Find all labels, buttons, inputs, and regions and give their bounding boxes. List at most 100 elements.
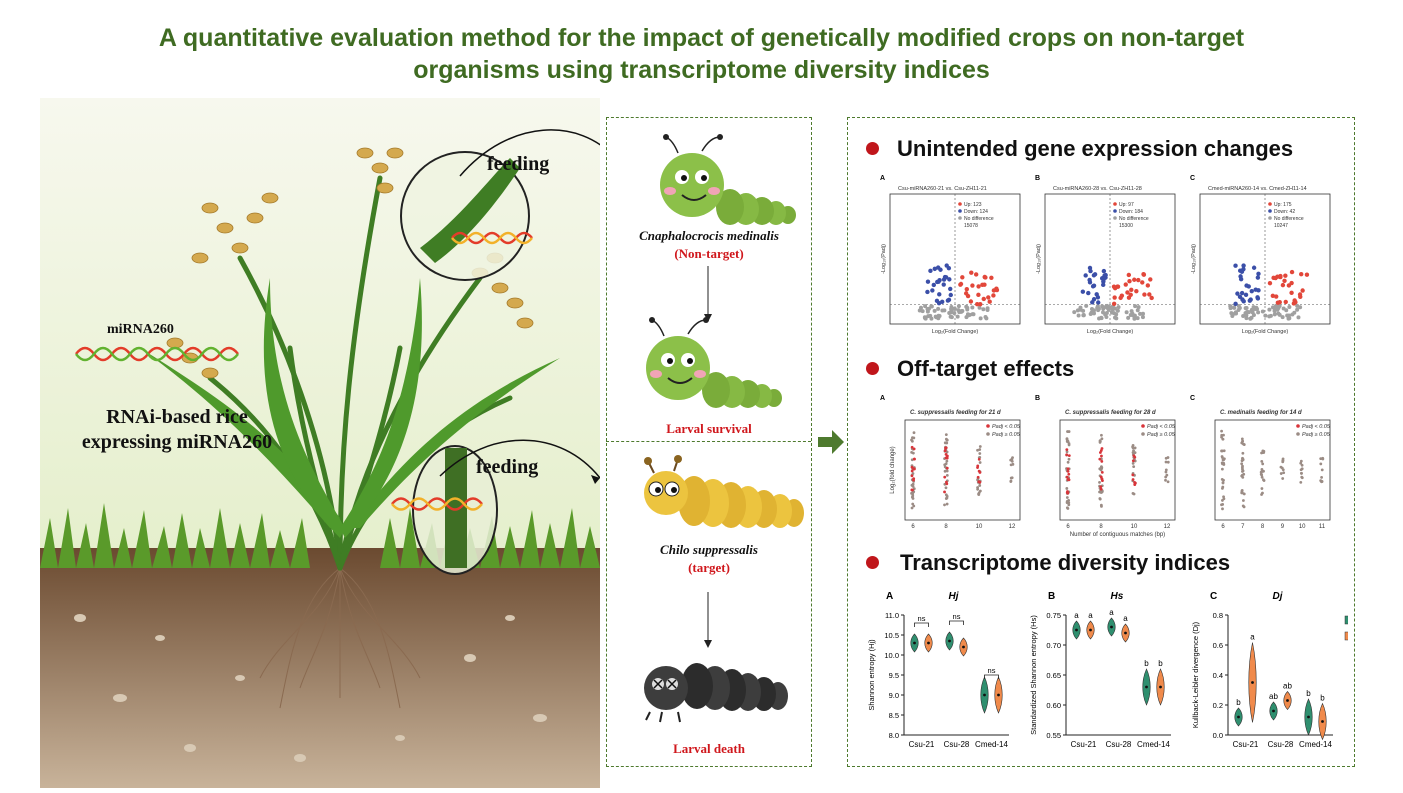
comparison-bracket: [914, 622, 929, 627]
point-nonsig: [910, 450, 914, 454]
legend-swatch: [1141, 424, 1145, 428]
median-point: [962, 645, 965, 649]
point-nonsig: [911, 472, 915, 475]
median-point: [913, 641, 916, 645]
x-tick: 10: [976, 524, 983, 530]
legend-label: Padj < 0.05: [1302, 424, 1331, 430]
point-nonsig: [1067, 503, 1071, 507]
point-down: [1256, 271, 1261, 276]
point-nonsig: [1220, 455, 1224, 458]
point-up: [1282, 278, 1287, 284]
point-nodiff: [1140, 315, 1145, 320]
point-nodiff: [1280, 315, 1285, 320]
point-nodiff: [1298, 305, 1303, 310]
point-down: [941, 282, 946, 287]
point-nonsig: [1066, 430, 1069, 433]
point-down: [1244, 283, 1249, 288]
point-up: [1127, 279, 1132, 284]
median-point: [927, 641, 930, 645]
y-tick-label: 8.5: [889, 711, 899, 720]
point-nonsig: [1100, 433, 1103, 437]
mirna-label: miRNA260: [107, 322, 174, 337]
point-up: [987, 299, 992, 304]
legend-label: Down: 184: [1119, 209, 1143, 215]
offtarget-title: C. suppressalis feeding for 28 d: [1065, 410, 1156, 416]
point-sig: [1131, 459, 1135, 463]
x-tick-label: Csu-28: [1106, 740, 1132, 749]
point-nonsig: [1262, 479, 1266, 482]
median-point: [1089, 628, 1092, 632]
bullet-1: [866, 142, 879, 155]
point-nodiff: [1103, 312, 1108, 317]
median-point: [1075, 628, 1078, 632]
point-nonsig: [1220, 503, 1223, 507]
point-up: [1125, 290, 1130, 295]
significance-letter: a: [1123, 614, 1128, 623]
legend-label: Padj < 0.05: [1147, 424, 1176, 430]
point-down: [1255, 295, 1260, 300]
point-nodiff: [1232, 311, 1237, 316]
rice-label-line-2: expressing miRNA260: [81, 431, 273, 453]
panel-title: Hs: [1111, 591, 1124, 602]
point-nonsig: [1299, 471, 1303, 475]
point-nodiff: [965, 307, 970, 312]
point-nonsig: [1164, 478, 1167, 482]
panel-letter: C: [1190, 395, 1195, 402]
point-down: [1101, 282, 1106, 288]
point-nodiff: [1228, 304, 1233, 309]
point-down: [930, 288, 935, 293]
point-nodiff: [932, 308, 937, 313]
y-axis-label: Kullback-Leibler divergence (Dj): [1191, 621, 1200, 728]
panel-title: Dj: [1273, 591, 1283, 602]
x-tick-label: Csu-21: [1233, 740, 1259, 749]
point-nodiff: [1276, 306, 1281, 311]
point-sig: [1065, 475, 1069, 479]
point-sig: [1098, 457, 1102, 461]
panel-letter: C: [1210, 591, 1217, 602]
significance-letter: a: [1074, 611, 1079, 620]
point-up: [976, 292, 981, 298]
point-sig: [1065, 453, 1069, 457]
point-nonsig: [1260, 493, 1263, 496]
point-nonsig: [1065, 496, 1069, 499]
bullet-3: [866, 556, 879, 569]
point-nonsig: [1100, 465, 1103, 469]
point-nonsig: [945, 459, 949, 463]
point-nonsig: [1279, 465, 1283, 469]
x-tick-label: Csu-28: [944, 740, 970, 749]
y-tick-label: 0.65: [1046, 671, 1061, 680]
dead-larva-icon: [644, 663, 788, 723]
ns-label: ns: [953, 612, 961, 621]
point-nonsig: [1164, 456, 1168, 460]
legend-label: Padj ≥ 0.05: [992, 432, 1021, 438]
point-nodiff: [926, 314, 931, 319]
point-up: [1115, 284, 1120, 289]
point-sig: [1066, 467, 1070, 471]
point-nodiff: [1267, 307, 1272, 312]
point-nodiff: [1295, 303, 1300, 308]
point-down: [1233, 263, 1238, 268]
point-up: [1141, 272, 1147, 277]
panel-letter: B: [1035, 175, 1040, 182]
point-down: [948, 292, 953, 298]
legend-swatch: [1268, 216, 1272, 220]
point-sig: [1133, 481, 1136, 484]
legend-swatch: [1113, 202, 1117, 206]
y-tick-label: 0.55: [1046, 731, 1061, 740]
point-sig: [1100, 454, 1103, 458]
point-sig: [944, 452, 948, 456]
point-nonsig: [1220, 429, 1223, 433]
x-tick-label: Cmed-14: [1137, 740, 1170, 749]
green-arrow-icon: [818, 430, 844, 454]
point-up: [1140, 280, 1145, 285]
point-up: [1136, 277, 1141, 283]
x-tick: 8: [1099, 524, 1103, 530]
point-sig: [943, 449, 947, 453]
x-tick: 9: [1281, 524, 1285, 530]
y-tick-label: 11.0: [885, 611, 899, 620]
point-up: [1304, 272, 1310, 277]
point-down: [1087, 280, 1093, 285]
point-up: [970, 283, 975, 288]
point-nodiff: [1232, 305, 1237, 310]
point-nodiff: [1281, 306, 1286, 311]
